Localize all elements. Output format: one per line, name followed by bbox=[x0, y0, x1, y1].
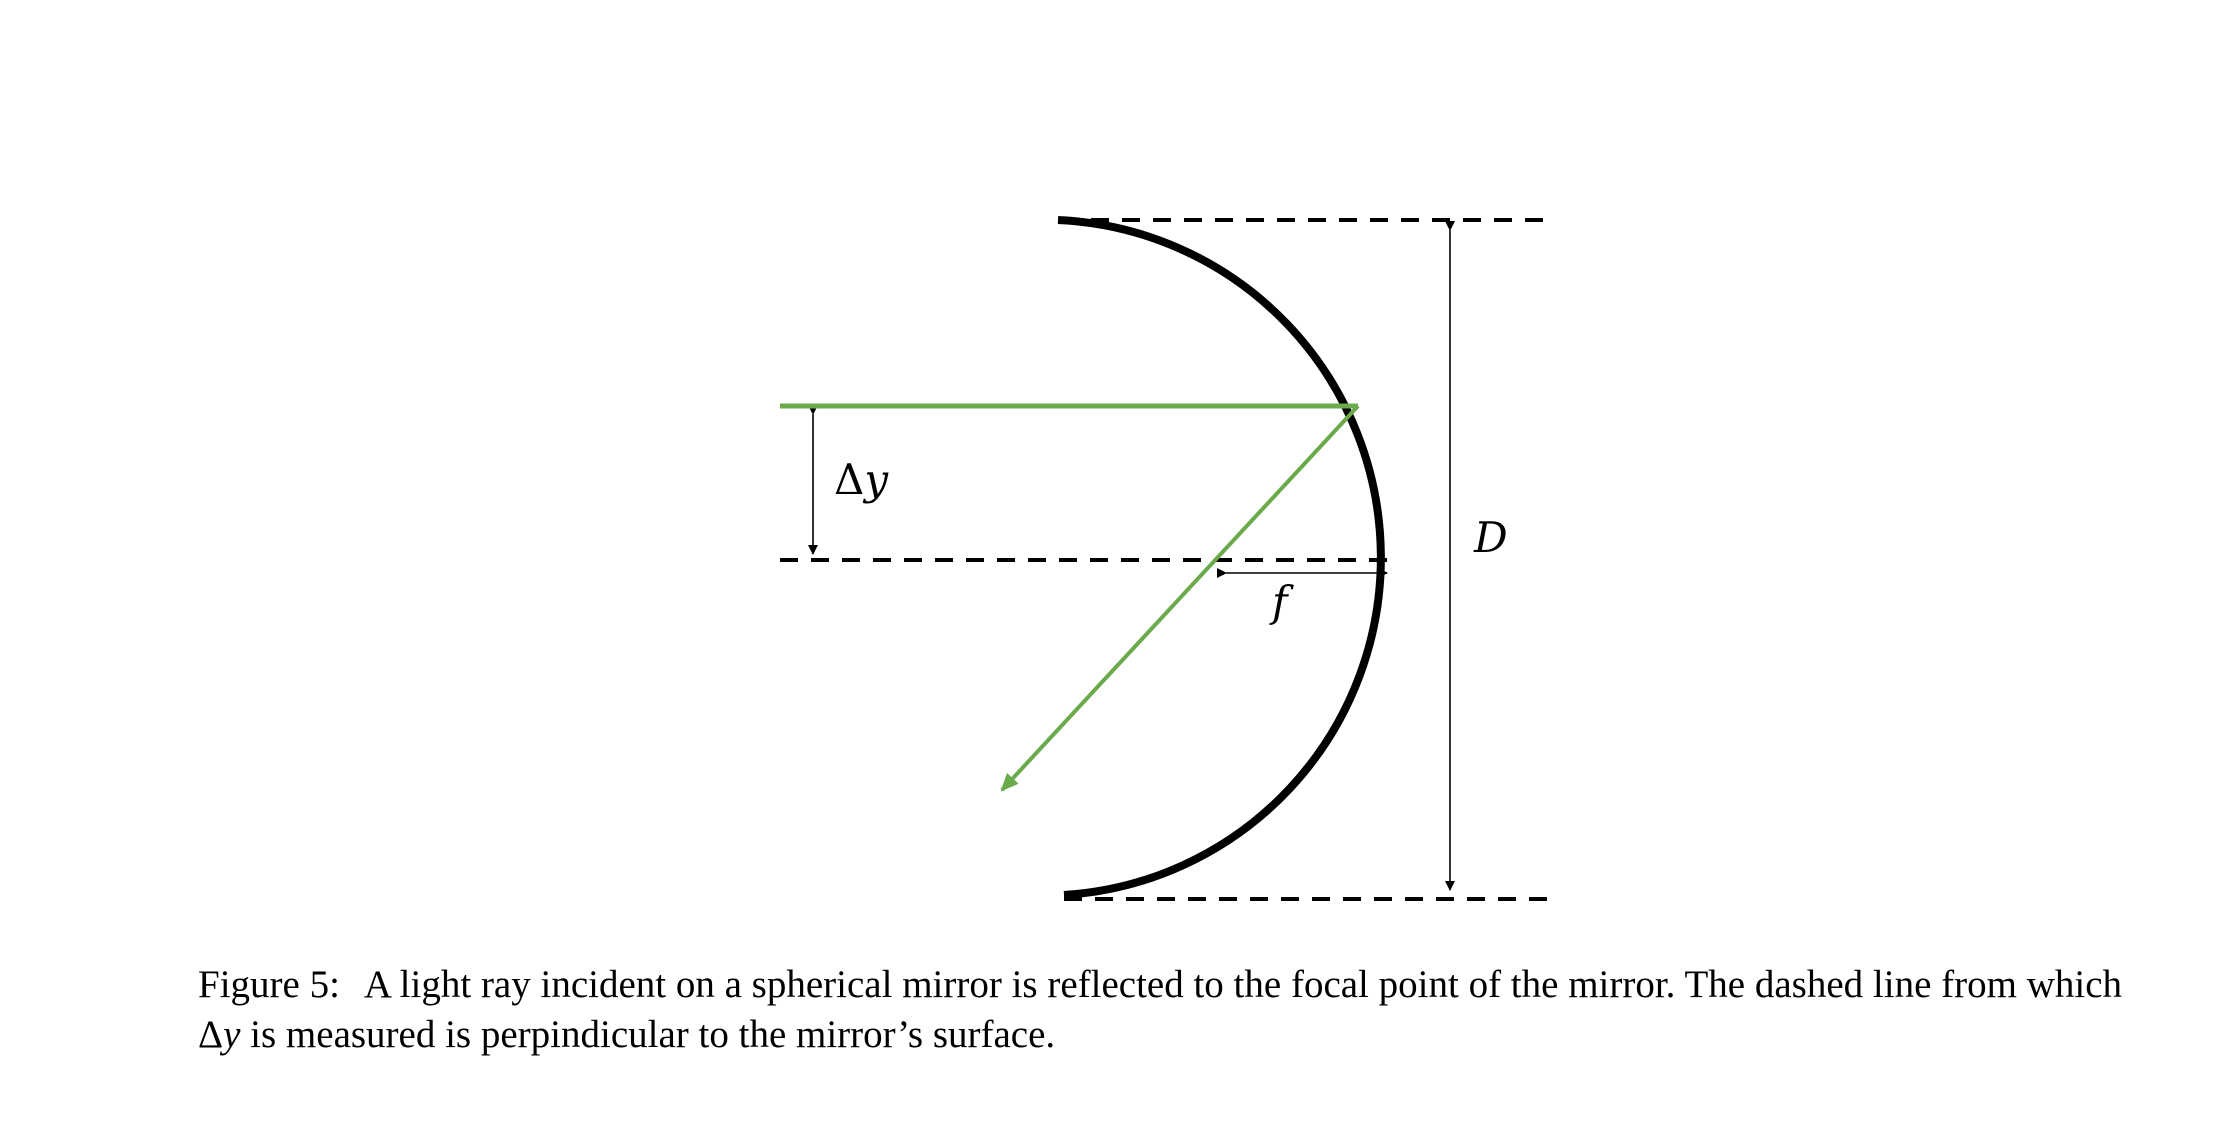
delta-y-label: Δy bbox=[834, 455, 889, 504]
figure-caption: Figure 5: A light ray incident on a spher… bbox=[198, 960, 2158, 1060]
caption-delta-var: y bbox=[223, 1013, 241, 1056]
caption-text-part2: is measured is perpindicular to the mirr… bbox=[240, 1013, 1056, 1056]
caption-delta-symbol: Δ bbox=[198, 1013, 224, 1056]
diameter-label: D bbox=[1473, 513, 1508, 562]
caption-text-part1: A light ray incident on a spherical mirr… bbox=[363, 963, 2123, 1006]
reflected-ray bbox=[1000, 404, 1360, 792]
spherical-mirror bbox=[1057, 216, 1385, 899]
focal-length-label: f bbox=[1269, 577, 1294, 626]
caption-figure-label: Figure 5: bbox=[198, 963, 340, 1006]
